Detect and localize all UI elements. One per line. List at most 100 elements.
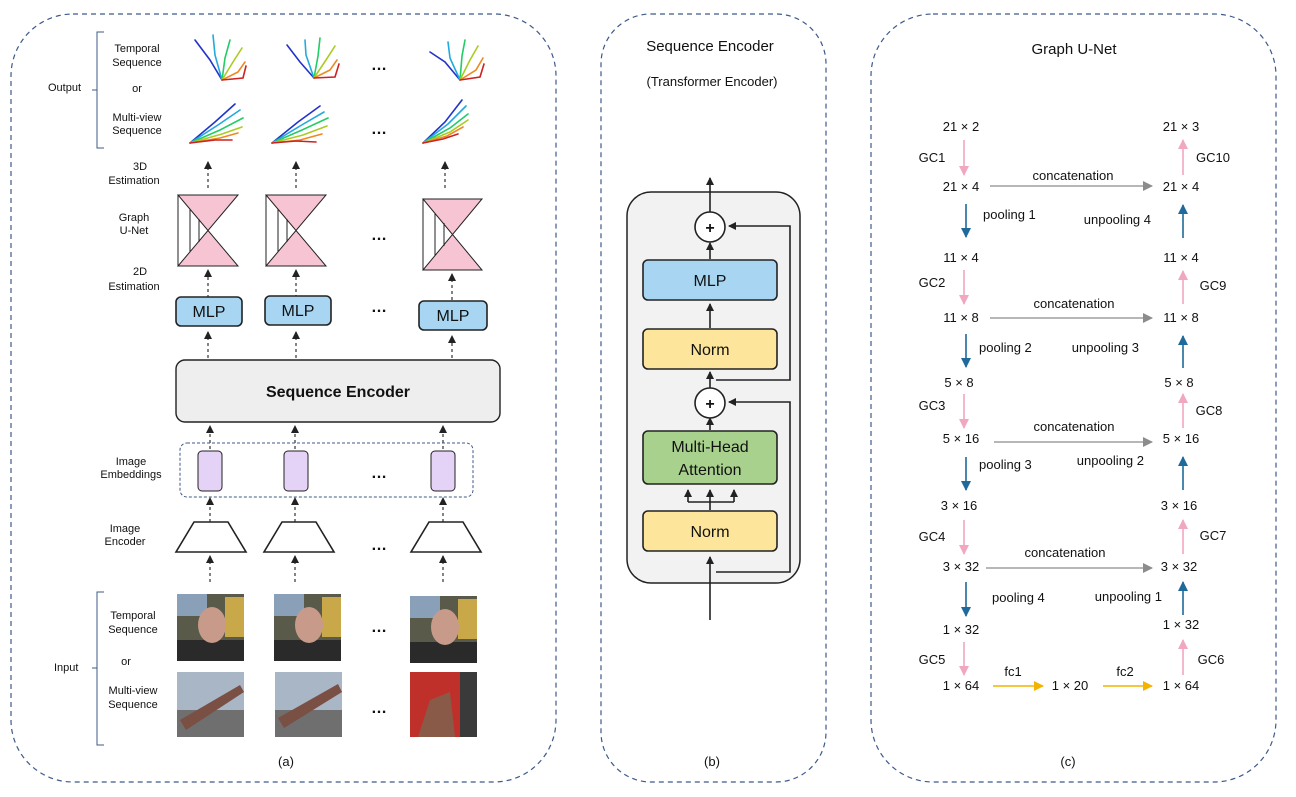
input-bracket	[92, 591, 104, 746]
hand-skeleton-multiview-3	[422, 99, 469, 144]
svg-text:unpooling 1: unpooling 1	[1095, 589, 1162, 604]
svg-text:GC7: GC7	[1200, 528, 1227, 543]
embeddings-group-box	[179, 442, 474, 498]
add-node-bottom: +	[694, 387, 726, 419]
fc2-label: fc2	[1116, 664, 1133, 679]
svg-text:1 × 32: 1 × 32	[943, 622, 980, 637]
panel-b-border	[600, 13, 827, 783]
input-temporal-label-2: Sequence	[108, 624, 158, 636]
ellipsis-graph: …	[371, 227, 387, 244]
embedding-2	[283, 450, 309, 492]
fc1-label: fc1	[1004, 664, 1021, 679]
svg-text:1 × 64: 1 × 64	[1163, 678, 1200, 693]
svg-text:Multi-Head: Multi-Head	[671, 439, 748, 456]
arrows-3d	[204, 161, 449, 188]
svg-text:GC10: GC10	[1196, 150, 1230, 165]
svg-text:+: +	[705, 396, 714, 413]
ellipsis-output-multiview: …	[371, 121, 387, 138]
graph-label: Graph	[119, 212, 150, 224]
hand-skeleton-multiview-1	[189, 103, 244, 144]
svg-text:concatenation: concatenation	[1033, 168, 1114, 183]
svg-text:concatenation: concatenation	[1034, 419, 1115, 434]
output-or-label: or	[132, 83, 142, 95]
output-multiview-label-2: Sequence	[112, 125, 162, 137]
input-label: Input	[54, 662, 78, 674]
svg-text:GC1: GC1	[919, 150, 946, 165]
mlp-label: MLP	[437, 308, 470, 325]
image-encoder-label: Image	[110, 523, 141, 535]
svg-text:Norm: Norm	[690, 524, 729, 541]
graph-label-2: U-Net	[120, 225, 149, 237]
transformer-norm-bottom: Norm	[642, 510, 778, 552]
ellipsis-encoder: …	[371, 537, 387, 554]
arrows-input	[206, 555, 447, 582]
image-encoder-1	[174, 521, 248, 553]
graph-unet-3	[421, 198, 484, 271]
caption-b: (b)	[704, 754, 720, 769]
est3d-label: 3D	[133, 161, 147, 173]
unet-right-dims: 21 × 3 21 × 4 11 × 4 11 × 8 5 × 8 5 × 16…	[1161, 119, 1200, 693]
output-temporal-label: Temporal	[114, 43, 159, 55]
est2d-label-2: Estimation	[108, 281, 159, 293]
embedding-1	[197, 450, 223, 492]
embedding-3	[430, 450, 456, 492]
output-multiview-label: Multi-view	[113, 112, 162, 124]
input-temporal-label: Temporal	[110, 610, 155, 622]
svg-text:11 × 8: 11 × 8	[943, 310, 979, 325]
graph-unet-1	[176, 194, 240, 267]
svg-text:21 × 4: 21 × 4	[1163, 179, 1200, 194]
svg-text:3 × 32: 3 × 32	[943, 559, 980, 574]
input-image-temporal-2	[274, 594, 341, 661]
svg-text:11 × 4: 11 × 4	[1163, 250, 1199, 265]
unet-unpooling-labels: unpooling 4 unpooling 3 unpooling 2 unpo…	[1072, 212, 1162, 604]
add-node-top: +	[694, 211, 726, 243]
input-image-multiview-2	[275, 672, 342, 737]
ellipsis-embed: …	[371, 465, 387, 482]
transformer-attention-box: Multi-Head Attention	[642, 430, 778, 485]
svg-text:unpooling 2: unpooling 2	[1077, 453, 1144, 468]
transformer-arrows	[684, 177, 791, 620]
hand-skeleton-multiview-2	[271, 105, 329, 144]
svg-text:11 × 8: 11 × 8	[1163, 310, 1199, 325]
unet-concat-arrows	[986, 181, 1153, 573]
svg-text:pooling 3: pooling 3	[979, 457, 1032, 472]
image-encoder-2	[262, 521, 336, 553]
svg-text:GC2: GC2	[919, 275, 946, 290]
svg-text:Attention: Attention	[678, 462, 741, 479]
image-encoder-3	[409, 521, 483, 553]
svg-text:pooling 2: pooling 2	[979, 340, 1032, 355]
svg-text:5 × 16: 5 × 16	[943, 431, 980, 446]
mlp-box-2: MLP	[264, 295, 332, 326]
input-image-temporal-1	[177, 594, 244, 661]
unet-gc-right: GC10 GC9 GC8 GC7 GC6	[1196, 150, 1230, 667]
est2d-label: 2D	[133, 266, 147, 278]
svg-text:11 × 4: 11 × 4	[943, 250, 979, 265]
svg-text:21 × 3: 21 × 3	[1163, 119, 1200, 134]
sequence-encoder-label: Sequence Encoder	[266, 384, 410, 401]
transformer-mlp-box: MLP	[642, 259, 778, 301]
graph-unet-2	[264, 194, 328, 267]
svg-text:+: +	[705, 220, 714, 237]
hand-skeleton-temporal-1	[194, 34, 247, 81]
svg-text:21 × 4: 21 × 4	[943, 179, 980, 194]
unet-pooling-labels: pooling 1 pooling 2 pooling 3 pooling 4	[979, 207, 1045, 605]
svg-text:GC6: GC6	[1198, 652, 1225, 667]
ellipsis-mlp: …	[371, 299, 387, 316]
svg-text:1 × 32: 1 × 32	[1163, 617, 1200, 632]
arrows-2d	[204, 269, 456, 300]
ellipsis-output-temporal: …	[371, 57, 387, 74]
svg-text:Norm: Norm	[690, 342, 729, 359]
image-embeddings-label: Image	[116, 456, 147, 468]
panel-c-title: Graph U-Net	[1031, 41, 1117, 58]
caption-c: (c)	[1060, 754, 1075, 769]
ellipsis-input-multiview: …	[371, 700, 387, 717]
unet-left-dims: 21 × 2 21 × 4 11 × 4 11 × 8 5 × 8 5 × 16…	[941, 119, 980, 693]
svg-text:5 × 8: 5 × 8	[1164, 375, 1193, 390]
output-label: Output	[48, 82, 81, 94]
svg-text:GC3: GC3	[919, 398, 946, 413]
svg-text:pooling 1: pooling 1	[983, 207, 1036, 222]
output-bracket	[92, 31, 104, 149]
svg-text:3 × 16: 3 × 16	[941, 498, 978, 513]
svg-text:3 × 32: 3 × 32	[1161, 559, 1198, 574]
panel-b-title: Sequence Encoder	[646, 38, 774, 55]
